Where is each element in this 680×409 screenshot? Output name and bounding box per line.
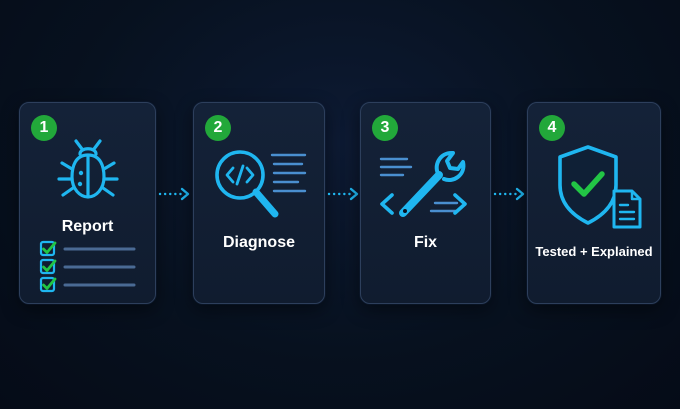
checklist-icon bbox=[39, 240, 136, 293]
shield-check-icon bbox=[558, 145, 642, 229]
connector-arrow-1 bbox=[158, 187, 190, 201]
step-badge: 1 bbox=[31, 115, 57, 141]
step-badge: 3 bbox=[372, 115, 398, 141]
step-card-diagnose: 2 Diagnose bbox=[193, 102, 325, 304]
step-card-fix: 3 Fix bbox=[360, 102, 491, 304]
bug-icon bbox=[57, 139, 119, 199]
step-card-tested-explained: 4 Tested + Explained bbox=[527, 102, 661, 304]
step-label-diagnose: Diagnose bbox=[222, 234, 295, 251]
step-label-fix: Fix bbox=[413, 234, 438, 251]
step-badge: 4 bbox=[539, 115, 565, 141]
connector-arrow-2 bbox=[327, 187, 359, 201]
step-label-tested-explained: Tested + Explained bbox=[535, 244, 653, 259]
magnifier-code-icon bbox=[215, 150, 307, 218]
step-label-report: Report bbox=[61, 218, 114, 235]
step-card-report: 1 Report bbox=[19, 102, 156, 304]
connector-arrow-3 bbox=[493, 187, 525, 201]
wrench-code-icon bbox=[379, 151, 467, 217]
step-badge: 2 bbox=[205, 115, 231, 141]
